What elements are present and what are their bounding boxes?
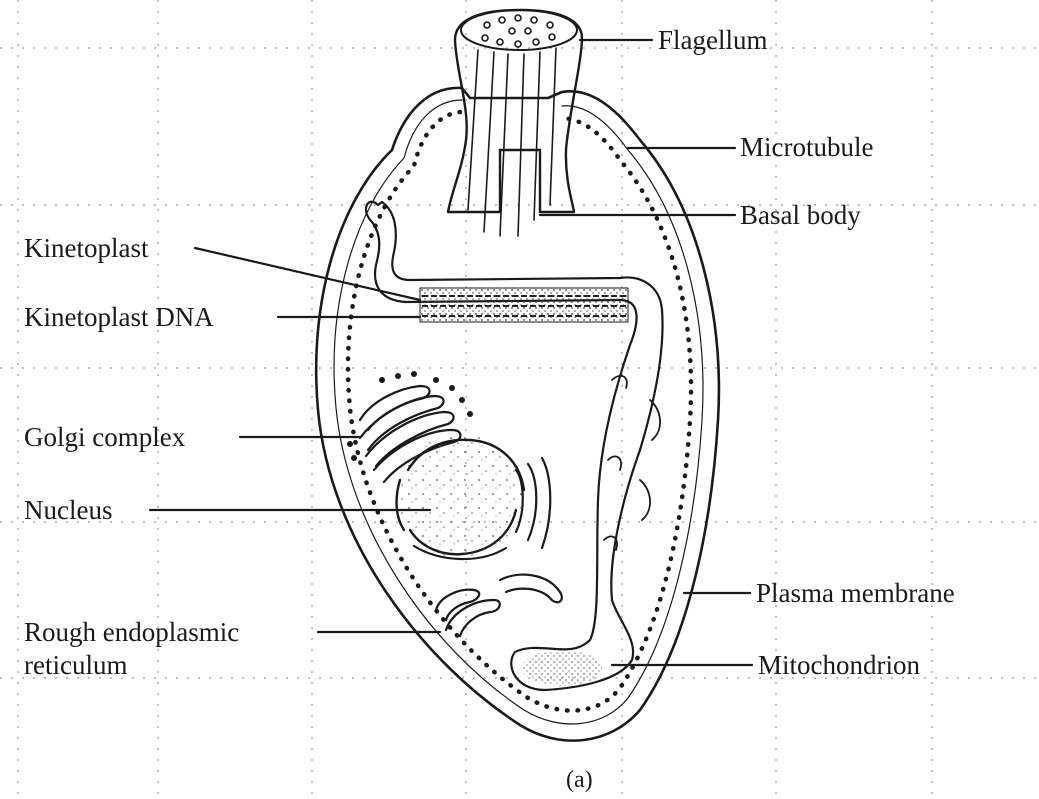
label-golgi-complex: Golgi complex [24, 422, 186, 452]
figure-caption: (a) [566, 767, 593, 793]
label-rough-er-line2: reticulum [24, 650, 127, 680]
nucleus [397, 434, 524, 559]
label-basal-body: Basal body [740, 200, 861, 230]
mitochondrion-tube [366, 202, 663, 690]
mitochondrion-bulb [522, 650, 602, 686]
label-kinetoplast: Kinetoplast [24, 233, 149, 263]
label-microtubule: Microtubule [740, 132, 873, 162]
label-flagellum: Flagellum [658, 25, 768, 55]
label-rough-er-line1: Rough endoplasmic [24, 617, 239, 647]
label-kinetoplast-dna: Kinetoplast DNA [24, 302, 214, 332]
label-nucleus: Nucleus [24, 495, 112, 525]
kinetoplast-leader [195, 248, 420, 300]
label-plasma-membrane: Plasma membrane [756, 578, 955, 608]
flagellum-structure [448, 10, 582, 236]
label-mitochondrion: Mitochondrion [758, 650, 920, 680]
